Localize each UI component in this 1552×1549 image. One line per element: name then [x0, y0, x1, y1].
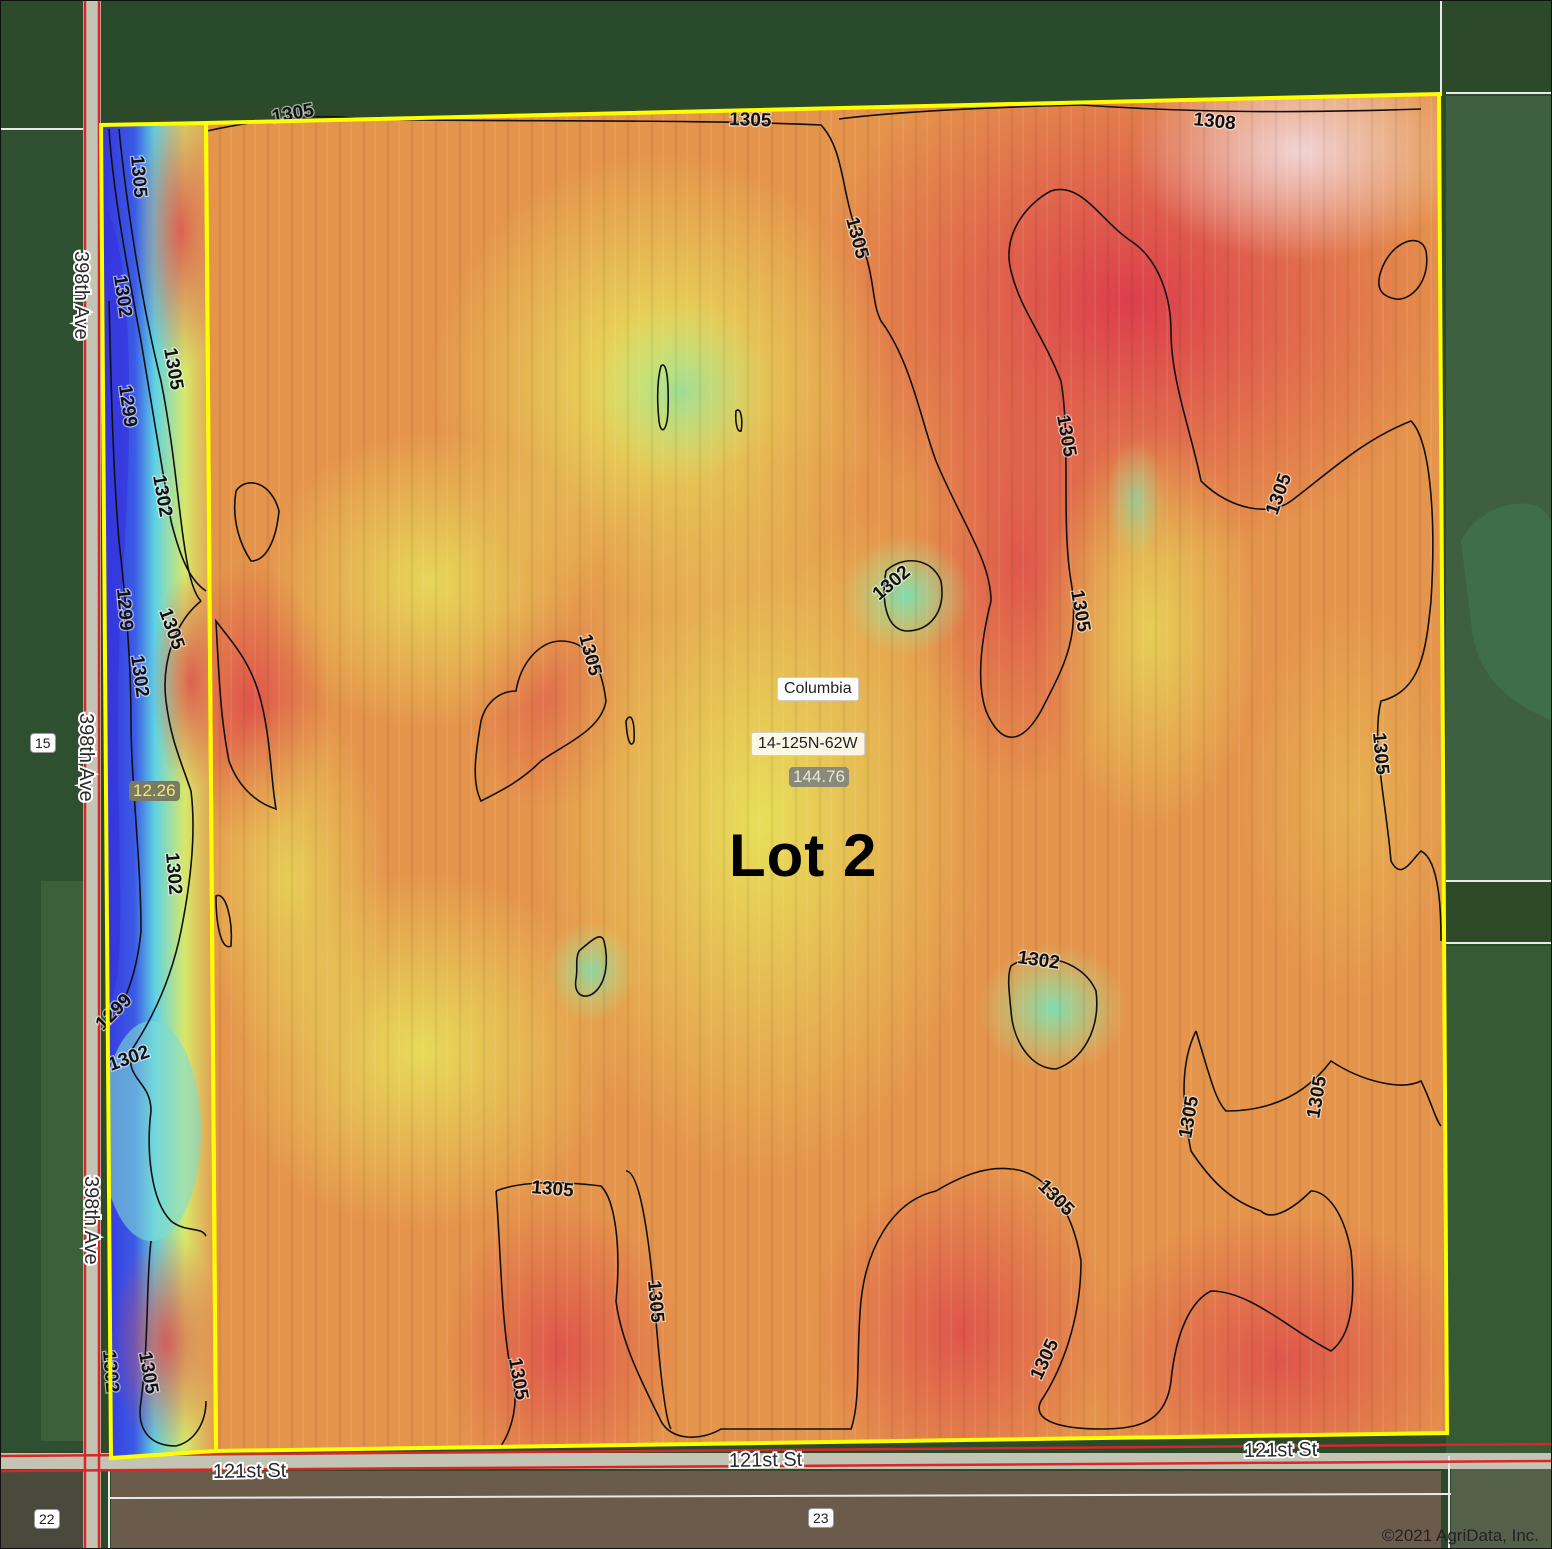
legal-description: 14-125N-62W [751, 732, 865, 756]
contour-label: 1305 [531, 1177, 575, 1202]
wetland-area [1461, 503, 1551, 721]
contour-label: 1308 [1192, 109, 1236, 134]
road-121st-st [1, 1453, 1551, 1469]
section-number-23: 23 [808, 1508, 834, 1528]
road-label-398th-ave: 398th Ave [75, 713, 97, 802]
contour-lines [108, 104, 1442, 1447]
field-boundary-lot [203, 91, 1450, 1454]
section-number-22: 22 [34, 1509, 60, 1529]
field-boundaries [98, 91, 1450, 1461]
crop-field-north [101, 1, 1441, 101]
contour-label: 1299 [112, 588, 137, 632]
road-labels: 398th Ave 398th Ave 398th Ave 121st St 1… [68, 249, 1320, 1485]
contour-label: 1305 [126, 155, 151, 199]
crop-field-east-north [1446, 96, 1551, 881]
contour-label: 1302 [161, 852, 186, 896]
road-label-121st-st: 121st St [213, 1460, 287, 1483]
road-label-398th-ave: 398th Ave [80, 1176, 102, 1265]
crop-field-south [111, 1471, 1441, 1548]
elevation-heatmap [206, 94, 1447, 1451]
strip-acres-label: 12.26 [129, 781, 180, 801]
contour-label: 1305 [643, 1280, 668, 1324]
road-label-398th-ave: 398th Ave [70, 251, 92, 340]
crop-field-northwest [1, 1, 83, 129]
copyright-notice: ©2021 AgriData, Inc. [1381, 1526, 1539, 1545]
contour-label: 1305 [1368, 732, 1393, 776]
road-398th-ave [83, 1, 101, 1548]
lot-label: Lot 2 [729, 822, 878, 889]
field-acres-label: 144.76 [789, 767, 849, 787]
tree-row [1446, 883, 1551, 943]
road-label-121st-st: 121st St [1244, 1439, 1318, 1462]
crop-field-southeast [1451, 1461, 1551, 1548]
crop-field-east-south [1446, 946, 1551, 1456]
section-number-15: 15 [30, 733, 56, 753]
road-label-121st-st: 121st St [729, 1449, 803, 1472]
township-label: Columbia [777, 677, 859, 701]
